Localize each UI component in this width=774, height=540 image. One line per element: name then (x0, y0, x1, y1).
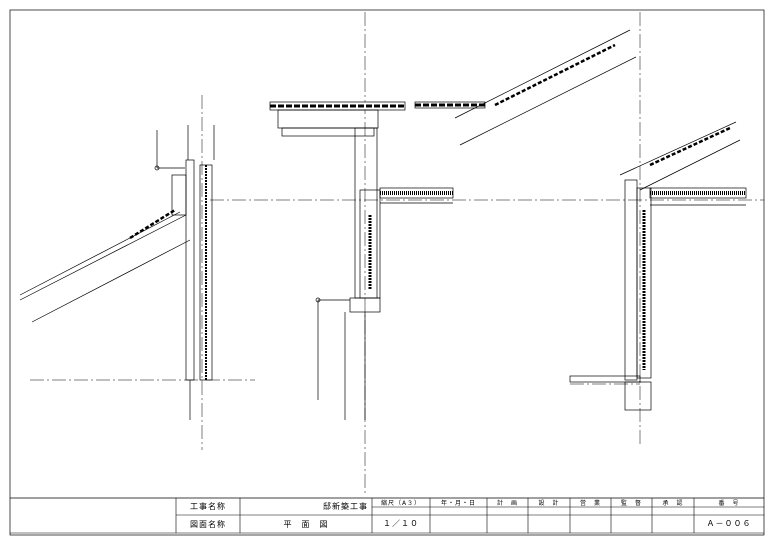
detail-left-eave-wall (19, 125, 215, 420)
header-number: 番 号 (718, 500, 740, 507)
center-lines (30, 12, 764, 495)
header-scale: 縮尺（A３） (380, 500, 422, 507)
header-supervisor: 監 督 (620, 500, 642, 507)
header-planning: 計 画 (496, 500, 518, 507)
sheet-frame (9, 9, 765, 536)
title-block-grid (10, 498, 764, 534)
header-approval: 承 認 (662, 500, 684, 507)
drawing-name-value: 平 面 図 (283, 519, 329, 529)
project-name-label: 工事名称 (190, 502, 226, 511)
header-design: 設 計 (538, 500, 560, 507)
detail-middle-roof-ceiling (269, 29, 637, 420)
header-date: 年・月・日 (440, 500, 476, 507)
header-sales: 営 業 (579, 500, 601, 507)
drawing-number-value: Ａ－００６ (706, 518, 752, 528)
scale-value: １／１０ (383, 518, 419, 528)
detail-right-eave-wall-base (569, 121, 747, 411)
project-name-value: 邸新築工事 (323, 502, 368, 511)
drawing-name-label: 図面名称 (190, 519, 226, 529)
